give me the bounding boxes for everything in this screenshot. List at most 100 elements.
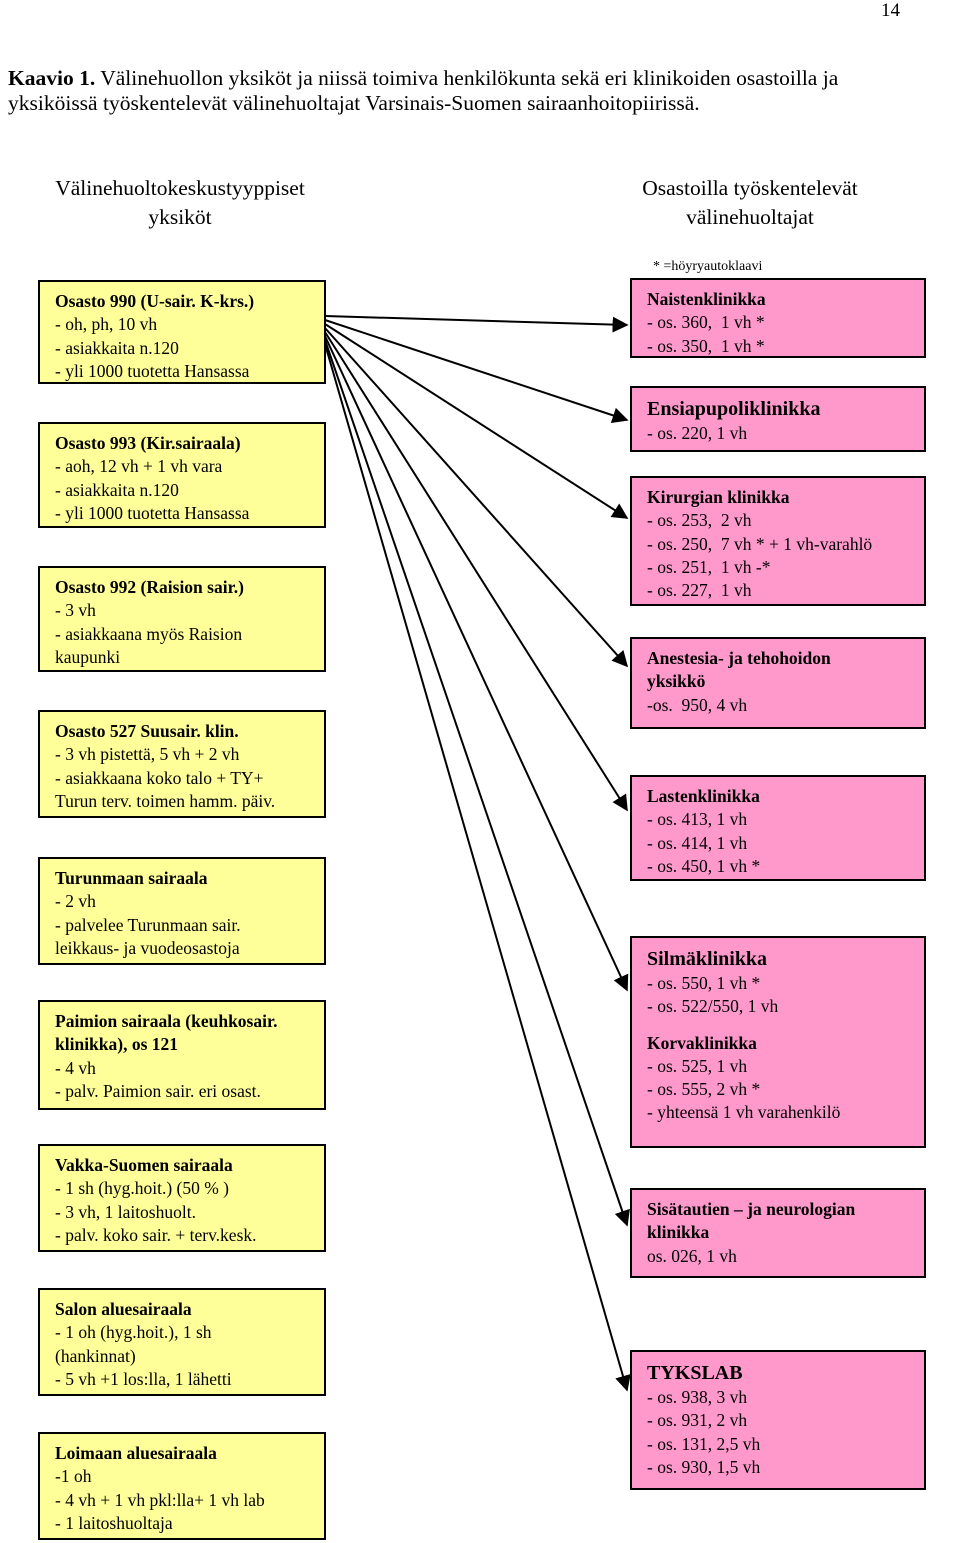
arrow-sisatautien xyxy=(324,339,630,1227)
unit-line: - 2 vh xyxy=(55,891,96,912)
unit-vakka-suomen-sairaala: Vakka-Suomen sairaala - 1 sh (hyg.hoit.)… xyxy=(38,1144,326,1252)
page-number: 14 xyxy=(881,0,900,21)
clinic-ensiapupoliklinikka: Ensiapupoliklinikka - os. 220, 1 vh xyxy=(630,386,926,452)
unit-line: - 4 vh + 1 vh pkl:lla+ 1 vh lab xyxy=(55,1489,265,1510)
unit-line: - 3 vh pistettä, 5 vh + 2 vh xyxy=(55,744,240,765)
unit-title-2: klinikka), os 121 xyxy=(55,1034,179,1055)
unit-title: Vakka-Suomen sairaala xyxy=(55,1155,233,1175)
clinic-title: Naistenklinikka xyxy=(647,289,766,309)
figure-caption: Kaavio 1. Välinehuollon yksiköt ja niiss… xyxy=(8,66,908,116)
clinic-line: - os. 413, 1 vh xyxy=(647,809,748,830)
right-heading: Osastoilla työskentelevät välinehuoltaja… xyxy=(600,174,900,232)
unit-line: - palv. Paimion sair. eri osast. xyxy=(55,1080,261,1101)
unit-title: Osasto 992 (Raision sair.) xyxy=(55,577,244,597)
unit-title: Osasto 527 Suusair. klin. xyxy=(55,721,239,741)
unit-line: -1 oh xyxy=(55,1466,92,1487)
clinic-title: Lastenklinikka xyxy=(647,786,760,806)
clinic-line: - os. 250, 7 vh * + 1 vh-varahlö xyxy=(647,533,873,554)
clinic-line: os. 026, 1 vh xyxy=(647,1245,737,1266)
unit-line: - asiakkaita n.120 xyxy=(55,337,179,358)
unit-loimaan-aluesairaala: Loimaan aluesairaala -1 oh - 4 vh + 1 vh… xyxy=(38,1432,326,1540)
unit-line: - asiakkaita n.120 xyxy=(55,479,179,500)
unit-line: - yli 1000 tuotetta Hansassa xyxy=(55,502,250,523)
clinic-line: - os. 251, 1 vh -* xyxy=(647,556,771,577)
unit-turunmaan-sairaala: Turunmaan sairaala - 2 vh - palvelee Tur… xyxy=(38,857,326,965)
left-heading-line-2: yksiköt xyxy=(148,205,212,229)
arrow-naistenklinikka xyxy=(324,315,629,333)
clinic-line: - os. 414, 1 vh xyxy=(647,832,748,853)
unit-line: - yli 1000 tuotetta Hansassa xyxy=(55,360,250,381)
unit-line: - 1 sh (hyg.hoit.) (50 % ) xyxy=(55,1178,230,1199)
unit-line: - asiakkaana koko talo + TY+ xyxy=(55,767,264,788)
clinic-line: - os. 253, 2 vh xyxy=(647,510,752,531)
clinic-lastenklinikka: Lastenklinikka - os. 413, 1 vh - os. 414… xyxy=(630,775,926,881)
left-heading-line-1: Välinehuoltokeskustyyppiset xyxy=(55,176,305,200)
arrow-tykslab xyxy=(324,343,631,1392)
unit-osasto-993: Osasto 993 (Kir.sairaala) - aoh, 12 vh +… xyxy=(38,422,326,528)
unit-paimion-sairaala: Paimion sairaala (keuhkosair. klinikka),… xyxy=(38,1000,326,1110)
unit-title: Paimion sairaala (keuhkosair. xyxy=(55,1011,278,1031)
unit-line: - 5 vh +1 los:lla, 1 lähetti xyxy=(55,1368,232,1389)
arrow-kirurgian-klinikka xyxy=(324,323,629,519)
clinic-title: TYKSLAB xyxy=(647,1362,743,1384)
unit-line: - aoh, 12 vh + 1 vh vara xyxy=(55,456,223,477)
arrow-lastenklinikka xyxy=(324,331,628,812)
unit-line: - 1 oh (hyg.hoit.), 1 sh xyxy=(55,1322,212,1343)
arrow-silmaklinikka xyxy=(324,335,629,992)
unit-line: - oh, ph, 10 vh xyxy=(55,314,158,335)
clinic-line: - os. 938, 3 vh xyxy=(647,1387,748,1407)
clinic-line: - os. 525, 1 vh xyxy=(647,1055,748,1076)
unit-osasto-527: Osasto 527 Suusair. klin. - 3 vh pistett… xyxy=(38,710,326,818)
clinic-title-2: yksikkö xyxy=(647,671,706,692)
unit-line: - 1 laitoshuoltaja xyxy=(55,1512,173,1533)
legend-note: * =höyryautoklaavi xyxy=(653,259,763,274)
right-heading-line-2: välinehuoltajat xyxy=(686,205,814,229)
unit-line: Turun terv. toimen hamm. päiv. xyxy=(55,790,276,811)
clinic-line: - os. 931, 2 vh xyxy=(647,1410,748,1431)
clinic-kirurgian-klinikka: Kirurgian klinikka - os. 253, 2 vh - os.… xyxy=(630,476,926,606)
unit-title: Salon aluesairaala xyxy=(55,1299,192,1319)
clinic-naistenklinikka: Naistenklinikka - os. 360, 1 vh * - os. … xyxy=(630,278,926,358)
clinic-title: Anestesia- ja tehohoidon xyxy=(647,648,831,668)
clinic-line: - os. 350, 1 vh * xyxy=(647,335,765,356)
clinic-sisatautien-neurologian: Sisätautien – ja neurologian klinikka os… xyxy=(630,1188,926,1278)
unit-line: leikkaus- ja vuodeosastoja xyxy=(55,937,240,958)
clinic-title: Kirurgian klinikka xyxy=(647,487,790,507)
unit-line: - 3 vh, 1 laitoshuolt. xyxy=(55,1201,196,1222)
clinic-line: - os. 227, 1 vh xyxy=(647,580,752,601)
unit-line: - palv. koko sair. + terv.kesk. xyxy=(55,1224,257,1245)
caption-label: Kaavio 1. xyxy=(8,66,96,90)
clinic-title: Silmäklinikka xyxy=(647,948,768,970)
clinic-line: -os. 950, 4 vh xyxy=(647,694,748,715)
left-heading: Välinehuoltokeskustyyppiset yksiköt xyxy=(20,174,340,232)
clinic-anestesia-tehohoito: Anestesia- ja tehohoidon yksikkö -os. 95… xyxy=(630,637,926,729)
clinic-line: - os. 131, 2,5 vh xyxy=(647,1433,761,1454)
clinic-title: Ensiapupoliklinikka xyxy=(647,398,821,420)
right-heading-line-1: Osastoilla työskentelevät xyxy=(642,176,858,200)
unit-title: Osasto 993 (Kir.sairaala) xyxy=(55,433,241,453)
clinic-line: - os. 555, 2 vh * xyxy=(647,1079,761,1100)
clinic-tykslab: TYKSLAB - os. 938, 3 vh - os. 931, 2 vh … xyxy=(630,1350,926,1490)
unit-title: Osasto 990 (U-sair. K-krs.) xyxy=(55,291,255,311)
clinic-title-korva: Korvaklinikka xyxy=(647,1032,757,1053)
unit-osasto-990: Osasto 990 (U-sair. K-krs.) - oh, ph, 10… xyxy=(38,280,326,384)
unit-title: Loimaan aluesairaala xyxy=(55,1443,217,1463)
unit-line: - 4 vh xyxy=(55,1057,96,1078)
clinic-silma-korvaklinikka: Silmäklinikka - os. 550, 1 vh * - os. 52… xyxy=(630,936,926,1148)
unit-salon-aluesairaala: Salon aluesairaala - 1 oh (hyg.hoit.), 1… xyxy=(38,1288,326,1396)
unit-osasto-992: Osasto 992 (Raision sair.) - 3 vh - asia… xyxy=(38,566,326,672)
clinic-line: - os. 550, 1 vh * xyxy=(647,973,761,993)
clinic-title: Sisätautien – ja neurologian xyxy=(647,1199,856,1219)
clinic-line: - yhteensä 1 vh varahenkilö xyxy=(647,1102,841,1123)
clinic-title-2: klinikka xyxy=(647,1222,710,1243)
unit-line: kaupunki xyxy=(55,646,121,667)
unit-line: (hankinnat) xyxy=(55,1345,136,1366)
arrow-ensiapupoliklinikka xyxy=(324,319,629,424)
unit-line: - asiakkaana myös Raision xyxy=(55,623,243,644)
clinic-line: - os. 220, 1 vh xyxy=(647,423,748,443)
clinic-line: - os. 522/550, 1 vh xyxy=(647,996,779,1017)
clinic-line: - os. 930, 1,5 vh xyxy=(647,1456,761,1477)
caption-text: Välinehuollon yksiköt ja niissä toimiva … xyxy=(8,66,839,115)
unit-line: - 3 vh xyxy=(55,600,96,621)
